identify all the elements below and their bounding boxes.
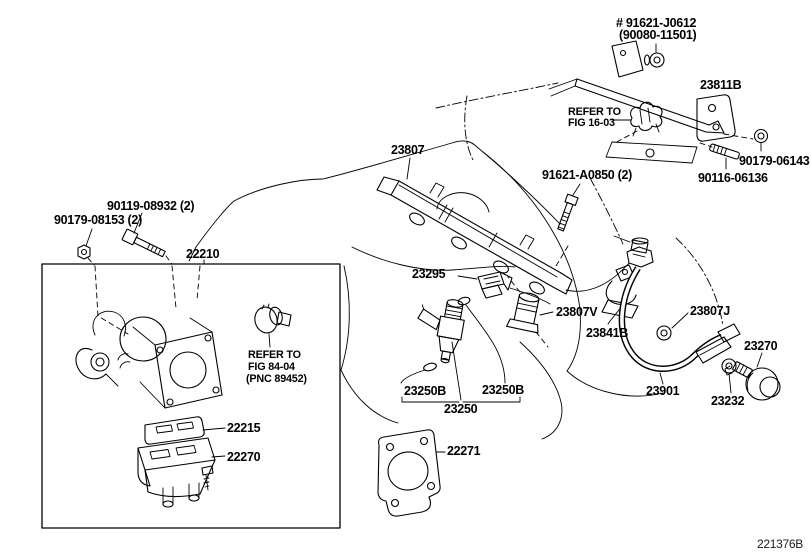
throttle-body-box [41,259,341,529]
refer-note-fig84-04-line1: REFER TO [248,349,301,361]
part-label-22271: 22271 [447,444,481,458]
figure-code: 221376B [757,537,803,551]
part-label-22210: 22210 [186,247,220,261]
injector-drawing [400,296,521,403]
bolt-91621-a0850-drawing [555,183,581,267]
part-label-22270: 22270 [227,450,261,464]
part-label-22215: 22215 [227,421,261,435]
part-label-23232: 23232 [711,394,745,408]
nut-90179-08153-drawing [77,228,95,266]
part-label-90179-06143: 90179-06143 [739,154,810,168]
fuel-rail-drawing [376,157,630,295]
engine-outline [188,82,724,440]
part-label-91621-j0612: # 91621-J0612 [616,16,697,30]
part-label-23295: 23295 [412,267,446,281]
part-label-23841b: 23841B [586,326,628,340]
part-label-23901: 23901 [646,384,680,398]
part-label-23807j: 23807J [690,304,730,318]
part-label-90116-06136: 90116-06136 [698,171,768,185]
refer-note-fig84-04-line3: (PNC 89452) [246,373,307,385]
part-label-90080-11501: (90080-11501) [619,28,697,42]
gasket-22271-drawing [377,429,446,517]
part-label-23807: 23807 [391,143,425,157]
throttle-body-drawing [75,265,292,508]
part-label-23811b: 23811B [700,78,742,92]
part-label-23250b-left: 23250B [404,384,446,398]
refer-note-fig16-03-line1: REFER TO [568,106,621,118]
washer-23232-drawing [721,358,737,394]
part-label-90119-08932: 90119-08932 (2) [107,199,195,213]
bolt-90119-08932-drawing [121,212,173,265]
part-label-23807v: 23807V [556,305,598,319]
refer-note-fig16-03-line2: FIG 16-03 [568,117,615,129]
valve-23295-drawing [457,271,551,305]
part-label-91621-a0850: 91621-A0850 (2) [542,168,633,182]
fuel-hose-drawing [613,235,741,385]
part-label-90179-08153: 90179-08153 (2) [54,213,142,227]
part-label-23250b-right: 23250B [482,383,524,397]
part-label-23250: 23250 [444,402,478,416]
damper-23807v-drawing [506,276,554,348]
part-label-23270: 23270 [744,339,778,353]
refer-note-fig84-04-line2: FIG 84-04 [248,361,295,373]
bracket-23811b-drawing [548,40,769,170]
